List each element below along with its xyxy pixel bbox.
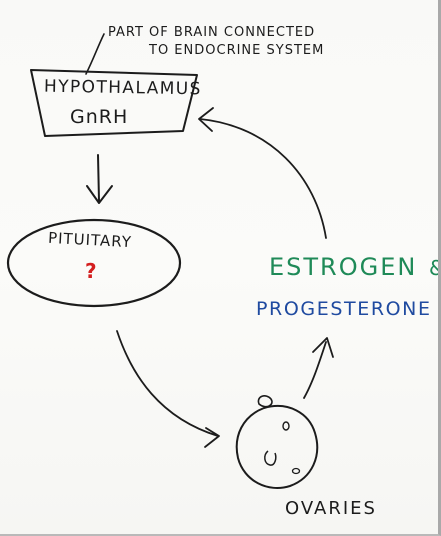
annotation-pointer bbox=[85, 33, 105, 75]
gnrh-label: GnRH bbox=[70, 106, 129, 128]
pituitary-oval bbox=[6, 218, 182, 308]
hypothalamus-label: HYPOTHALAMUS bbox=[43, 76, 202, 100]
down-arrow bbox=[86, 154, 113, 204]
estrogen-label: ESTROGEN & bbox=[269, 253, 438, 281]
progesterone-label: PROGESTERONE bbox=[256, 298, 432, 320]
ampersand: & bbox=[429, 256, 438, 280]
ovary-follicle bbox=[282, 421, 290, 431]
pituitary-to-ovaries-arrow bbox=[116, 330, 219, 437]
hypothalamus-box bbox=[30, 69, 198, 137]
annotation-line1: PART OF BRAIN CONNECTED bbox=[108, 25, 316, 40]
ovary-follicle bbox=[264, 450, 277, 466]
pituitary-question-mark: ? bbox=[85, 259, 97, 283]
estrogen-text: ESTROGEN bbox=[269, 253, 418, 281]
ovaries-label: OVARIES bbox=[285, 498, 377, 519]
ovary-follicle bbox=[291, 467, 301, 475]
ovary-follicle bbox=[257, 395, 273, 408]
pituitary-label: PITUITARY bbox=[47, 228, 133, 252]
ovary-outline bbox=[235, 405, 319, 489]
annotation-line2: TO ENDOCRINE SYSTEM bbox=[149, 43, 325, 58]
ovaries-to-hormones-arrow bbox=[303, 341, 327, 399]
feedback-arrow bbox=[199, 118, 327, 239]
